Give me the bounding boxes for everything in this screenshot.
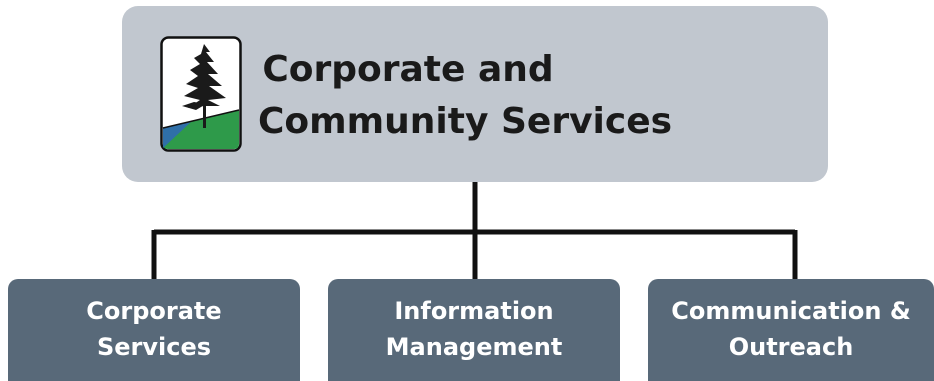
child-node-communication-outreach: Communication & Outreach xyxy=(648,279,934,381)
child-label-line-2: Services xyxy=(96,333,212,361)
root-title-line-1: Corporate and xyxy=(262,49,554,90)
root-title: Corporate and Community Services xyxy=(258,44,673,148)
root-title-line-2: Community Services xyxy=(258,101,673,142)
child-label-line-2: Outreach xyxy=(728,333,854,361)
child-label-line-1: Corporate xyxy=(86,297,222,325)
child-label-line-2: Management xyxy=(385,333,563,361)
child-node-information-management: Information Management xyxy=(328,279,620,381)
pine-tree-logo-icon xyxy=(160,36,242,152)
child-label-line-1: Information xyxy=(394,297,554,325)
child-node-corporate-services: Corporate Services xyxy=(8,279,300,381)
child-label-line-1: Communication & xyxy=(671,297,911,325)
